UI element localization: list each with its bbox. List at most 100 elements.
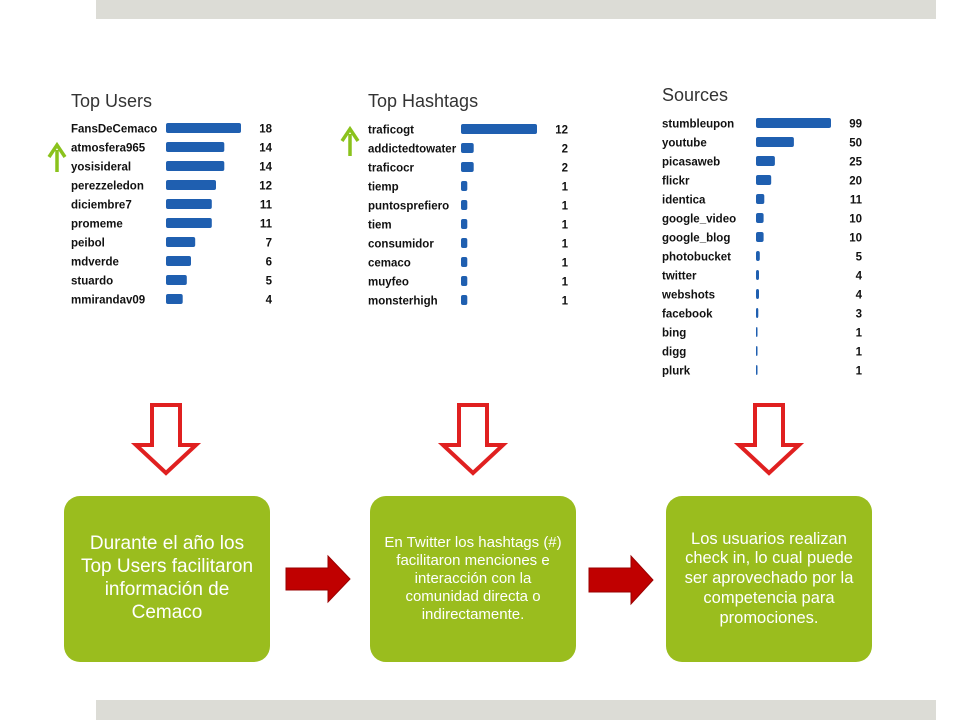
down-arrow-outline-icon bbox=[733, 403, 805, 476]
category-label: traficocr bbox=[368, 163, 415, 175]
category-label: muyfeo bbox=[368, 277, 409, 289]
value-label: 10 bbox=[849, 233, 862, 245]
bar bbox=[461, 200, 468, 210]
value-label: 1 bbox=[856, 366, 863, 378]
category-label: puntosprefiero bbox=[368, 201, 449, 213]
bar bbox=[461, 238, 468, 248]
bar bbox=[166, 294, 183, 304]
value-label: 25 bbox=[849, 157, 862, 169]
category-label: perezzeledon bbox=[71, 181, 144, 193]
category-label: peibol bbox=[71, 238, 105, 250]
category-label: facebook bbox=[662, 309, 713, 321]
category-label: mmirandav09 bbox=[71, 295, 145, 307]
value-label: 1 bbox=[562, 296, 569, 308]
value-label: 7 bbox=[266, 238, 272, 250]
summary-box-sources: Los usuarios realizan check in, lo cual … bbox=[666, 496, 872, 662]
category-label: mdverde bbox=[71, 257, 119, 269]
category-label: youtube bbox=[662, 138, 707, 150]
bar bbox=[461, 295, 468, 305]
summary-box-users: Durante el año los Top Users facilitaron… bbox=[64, 496, 270, 662]
category-label: cemaco bbox=[368, 258, 411, 270]
bar bbox=[756, 289, 759, 299]
chart-title: Top Users bbox=[71, 91, 152, 111]
bar bbox=[461, 162, 474, 172]
up-arrow-icon bbox=[47, 141, 67, 172]
category-label: diciembre7 bbox=[71, 200, 132, 212]
value-label: 4 bbox=[856, 290, 863, 302]
right-arrow-icon bbox=[588, 554, 654, 606]
value-label: 5 bbox=[856, 252, 863, 264]
bar bbox=[166, 123, 241, 133]
category-label: tiemp bbox=[368, 182, 399, 194]
bar bbox=[756, 194, 765, 204]
value-label: 11 bbox=[850, 195, 863, 207]
bar bbox=[166, 142, 225, 152]
bar bbox=[756, 213, 764, 223]
category-label: photobucket bbox=[662, 252, 731, 264]
category-label: identica bbox=[662, 195, 706, 207]
top-band bbox=[96, 0, 936, 19]
value-label: 6 bbox=[266, 257, 272, 269]
category-label: picasaweb bbox=[662, 157, 720, 169]
category-label: plurk bbox=[662, 366, 691, 378]
bar bbox=[461, 124, 537, 134]
bar bbox=[166, 275, 187, 285]
bar bbox=[756, 327, 758, 337]
category-label: promeme bbox=[71, 219, 123, 231]
value-label: 4 bbox=[266, 295, 273, 307]
bar bbox=[461, 181, 468, 191]
bar bbox=[756, 175, 772, 185]
chart-title: Top Hashtags bbox=[368, 91, 478, 111]
value-label: 20 bbox=[849, 176, 862, 188]
bar bbox=[756, 270, 759, 280]
value-label: 1 bbox=[562, 277, 569, 289]
category-label: google_blog bbox=[662, 233, 730, 245]
value-label: 1 bbox=[856, 328, 863, 340]
category-label: stuardo bbox=[71, 276, 113, 288]
bottom-band bbox=[96, 700, 936, 720]
value-label: 1 bbox=[562, 220, 569, 232]
value-label: 50 bbox=[849, 138, 862, 150]
category-label: monsterhigh bbox=[368, 296, 438, 308]
value-label: 12 bbox=[555, 125, 568, 137]
category-label: twitter bbox=[662, 271, 697, 283]
value-label: 10 bbox=[849, 214, 862, 226]
bar bbox=[461, 257, 468, 267]
bar bbox=[166, 256, 191, 266]
value-label: 4 bbox=[856, 271, 863, 283]
bar bbox=[166, 199, 212, 209]
value-label: 14 bbox=[259, 162, 272, 174]
category-label: FansDeCemaco bbox=[71, 124, 157, 136]
category-label: tiem bbox=[368, 220, 392, 232]
value-label: 5 bbox=[266, 276, 273, 288]
value-label: 11 bbox=[260, 219, 273, 231]
value-label: 1 bbox=[562, 201, 569, 213]
bar bbox=[756, 137, 794, 147]
bar bbox=[756, 308, 759, 318]
bar bbox=[166, 237, 196, 247]
value-label: 1 bbox=[562, 239, 569, 251]
category-label: digg bbox=[662, 347, 686, 359]
category-label: flickr bbox=[662, 176, 690, 188]
category-label: google_video bbox=[662, 214, 736, 226]
value-label: 99 bbox=[849, 119, 862, 131]
bar bbox=[756, 156, 775, 166]
category-label: yosisideral bbox=[71, 162, 131, 174]
right-arrow-icon bbox=[285, 554, 351, 604]
value-label: 3 bbox=[856, 309, 862, 321]
up-arrow-icon bbox=[340, 125, 360, 156]
category-label: traficogt bbox=[368, 125, 414, 137]
category-label: webshots bbox=[661, 290, 715, 302]
bar bbox=[756, 232, 764, 242]
down-arrow-outline-icon bbox=[130, 403, 202, 476]
value-label: 1 bbox=[562, 258, 569, 270]
value-label: 14 bbox=[259, 143, 272, 155]
category-label: atmosfera965 bbox=[71, 143, 146, 155]
bar bbox=[166, 218, 212, 228]
category-label: stumbleupon bbox=[662, 119, 734, 131]
